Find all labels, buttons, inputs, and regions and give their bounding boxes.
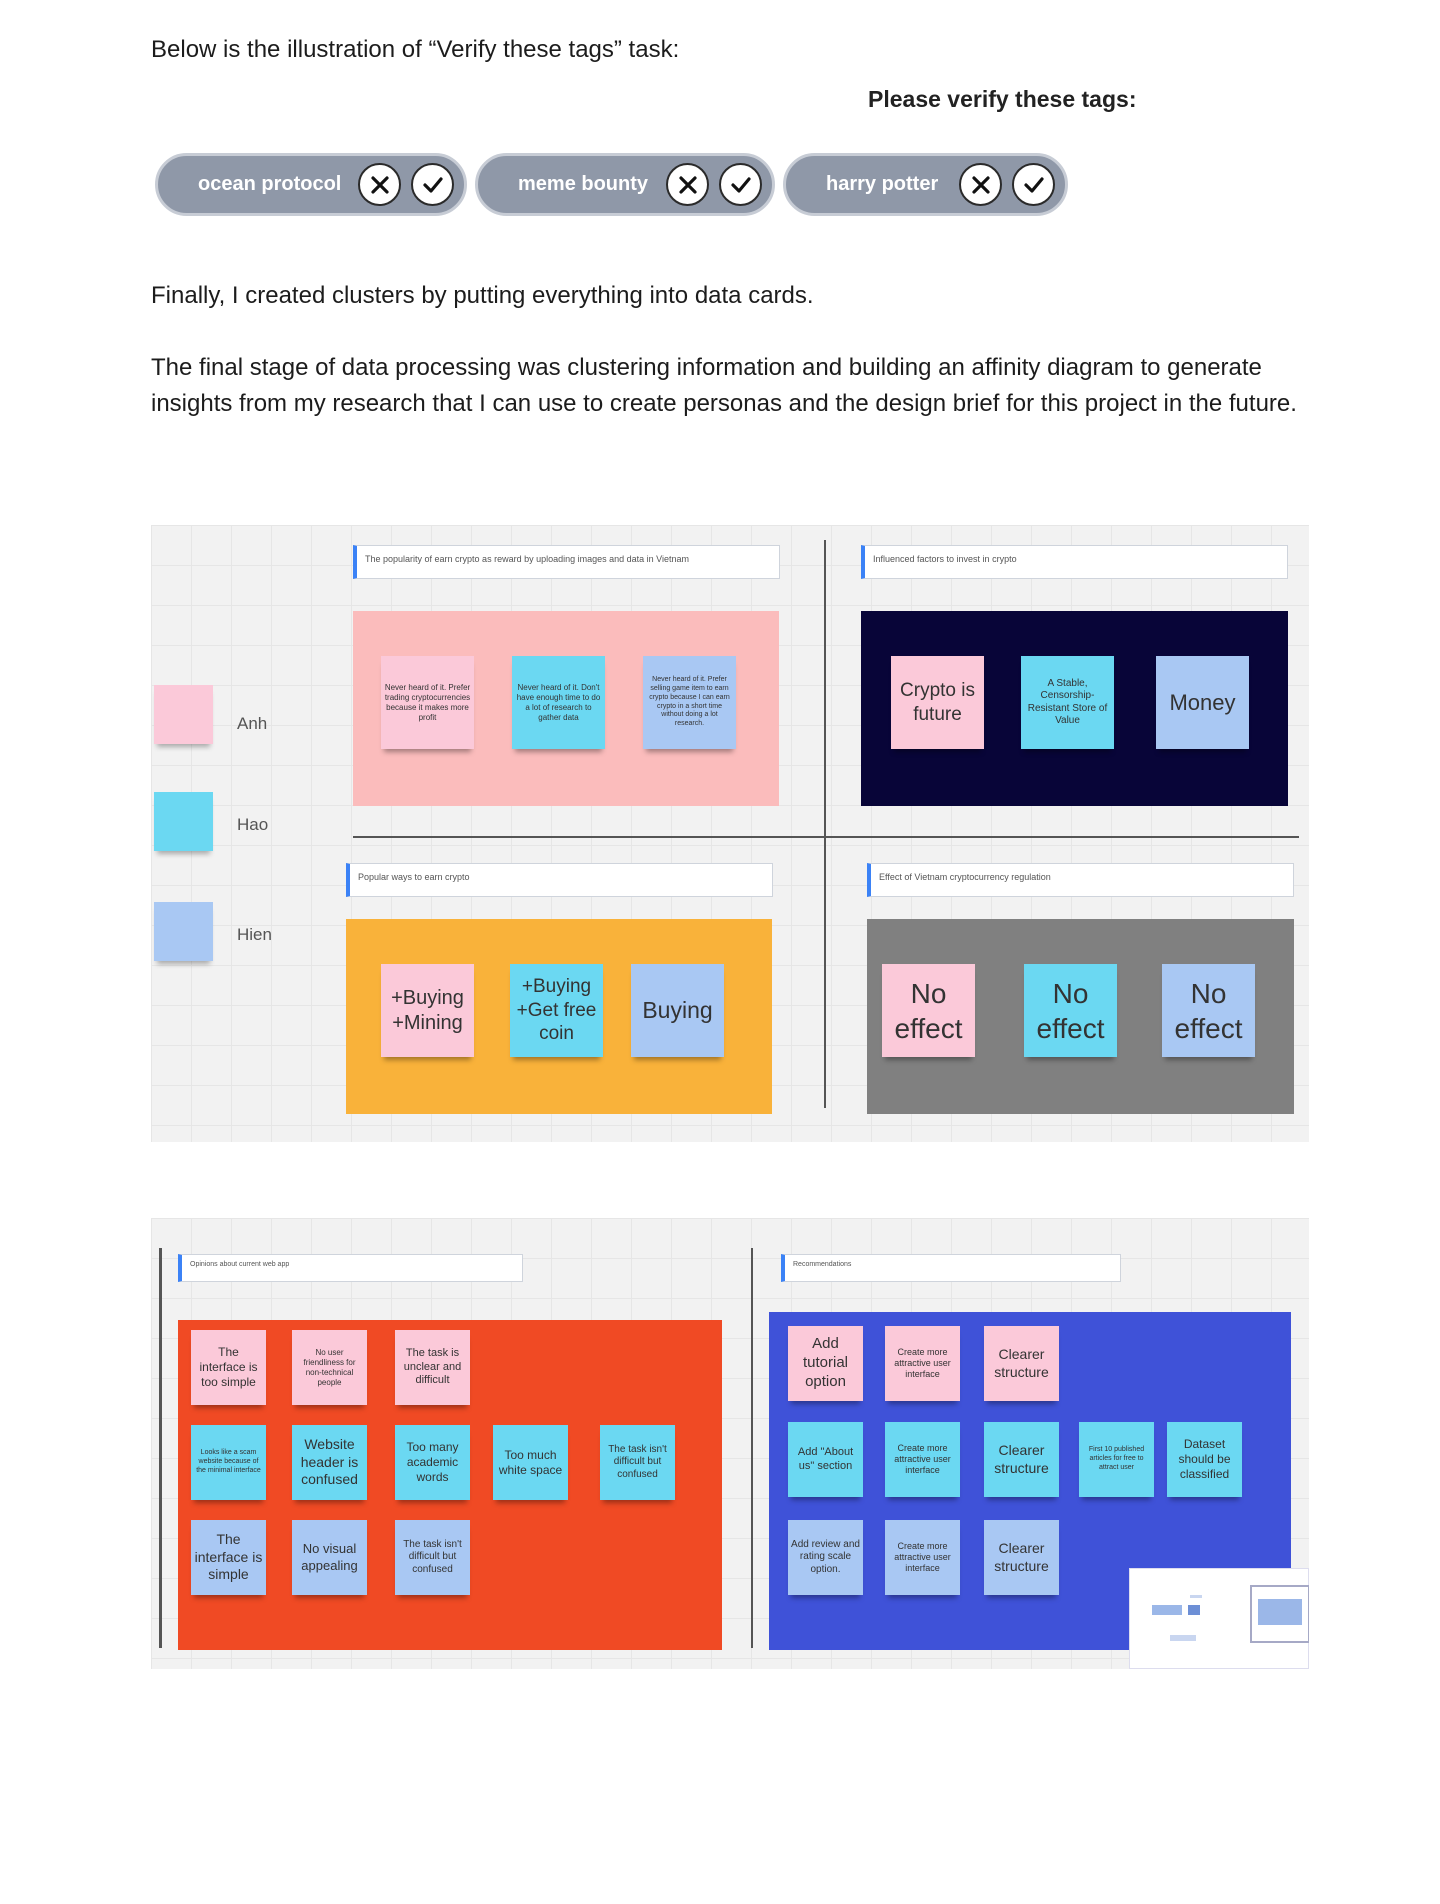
sticky-note: The interface is simple xyxy=(191,1520,266,1595)
sticky-note: No effect xyxy=(1024,964,1117,1057)
quadrant-divider-horizontal xyxy=(353,836,1299,838)
cluster-popularity: Never heard of it. Prefer trading crypto… xyxy=(353,611,779,806)
cluster-regulation: No effect No effect No effect xyxy=(867,919,1294,1114)
sticky-note: The task isn't difficult but confused xyxy=(395,1520,470,1595)
sticky-note: No visual appealing xyxy=(292,1520,367,1595)
frame-title-ways: Popular ways to earn crypto xyxy=(346,863,773,897)
legend-swatch-hien xyxy=(154,902,213,961)
sticky-note: Never heard of it. Prefer selling game i… xyxy=(643,656,736,749)
close-icon[interactable] xyxy=(358,163,401,206)
affinity-board-crypto: Anh Hao Hien The popularity of earn cryp… xyxy=(151,525,1309,1142)
cluster-factors: Crypto is future A Stable, Censorship-Re… xyxy=(861,611,1288,806)
sticky-note: No effect xyxy=(1162,964,1255,1057)
minimap-block xyxy=(1170,1635,1196,1641)
sticky-note: +Buying +Get free coin xyxy=(510,964,603,1057)
quadrant-divider-vertical xyxy=(824,540,826,1108)
sticky-note: Dataset should be classified xyxy=(1167,1422,1242,1497)
frame-title-popularity: The popularity of earn crypto as reward … xyxy=(353,545,780,579)
frame-title-factors: Influenced factors to invest in crypto xyxy=(861,545,1288,579)
frame-title-regulation: Effect of Vietnam cryptocurrency regulat… xyxy=(867,863,1294,897)
tag-label: ocean protocol xyxy=(198,173,342,195)
sticky-note: Create more attractive user interface xyxy=(885,1326,960,1401)
sticky-note: Add "About us" section xyxy=(788,1422,863,1497)
minimap-block xyxy=(1188,1605,1200,1615)
sticky-note: No effect xyxy=(882,964,975,1057)
check-icon[interactable] xyxy=(411,163,454,206)
legend-swatch-hao xyxy=(154,792,213,851)
frame-title-recommendations: Recommendations xyxy=(781,1254,1121,1282)
sticky-note: +Buying +Mining xyxy=(381,964,474,1057)
legend-label-anh: Anh xyxy=(237,714,268,733)
minimap-viewport[interactable] xyxy=(1250,1585,1309,1643)
sticky-note: No user friendliness for non-technical p… xyxy=(292,1330,367,1405)
frame-title-opinions: Opinions about current web app xyxy=(178,1254,523,1282)
legend-swatch-anh xyxy=(154,685,213,744)
check-icon[interactable] xyxy=(1012,163,1055,206)
minimap-block xyxy=(1190,1595,1202,1598)
tag-pill-ocean-protocol: ocean protocol xyxy=(155,153,467,216)
tag-label: harry potter xyxy=(826,173,939,195)
board-divider xyxy=(159,1248,162,1648)
tag-pill-meme-bounty: meme bounty xyxy=(475,153,775,216)
close-icon[interactable] xyxy=(959,163,1002,206)
sticky-note: Add tutorial option xyxy=(788,1326,863,1401)
sticky-note: A Stable, Censorship-Resistant Store of … xyxy=(1021,656,1114,749)
cluster-recommendations: Add tutorial option Create more attracti… xyxy=(769,1312,1291,1650)
sticky-note: Clearer structure xyxy=(984,1520,1059,1595)
board-divider xyxy=(751,1248,753,1648)
final-stage-paragraph: The final stage of data processing was c… xyxy=(151,354,1297,417)
sticky-note: Clearer structure xyxy=(984,1422,1059,1497)
legend-label-hien: Hien xyxy=(237,925,272,944)
intro-paragraph: Below is the illustration of “Verify the… xyxy=(151,36,680,63)
sticky-note: Create more attractive user interface xyxy=(885,1520,960,1595)
sticky-note: Clearer structure xyxy=(984,1326,1059,1401)
check-icon[interactable] xyxy=(719,163,762,206)
sticky-note: Too much white space xyxy=(493,1425,568,1500)
sticky-note: Create more attractive user interface xyxy=(885,1422,960,1497)
close-icon[interactable] xyxy=(666,163,709,206)
legend-label-hao: Hao xyxy=(237,815,269,834)
sticky-note: Crypto is future xyxy=(891,656,984,749)
cluster-opinions: The interface is too simple No user frie… xyxy=(178,1320,722,1650)
sticky-note: Never heard of it. Don't have enough tim… xyxy=(512,656,605,749)
sticky-note: Website header is confused xyxy=(292,1425,367,1500)
clusters-paragraph: Finally, I created clusters by putting e… xyxy=(151,282,814,309)
sticky-note: The task isn't difficult but confused xyxy=(600,1425,675,1500)
affinity-board-web-app: Opinions about current web app Recommend… xyxy=(151,1218,1309,1669)
cluster-ways: +Buying +Mining +Buying +Get free coin B… xyxy=(346,919,772,1114)
verify-tags-title: Please verify these tags: xyxy=(868,86,1137,112)
sticky-note: Buying xyxy=(631,964,724,1057)
tag-pill-harry-potter: harry potter xyxy=(783,153,1068,216)
minimap-block xyxy=(1258,1599,1302,1625)
sticky-note: Looks like a scam website because of the… xyxy=(191,1425,266,1500)
sticky-note: Add review and rating scale option. xyxy=(788,1520,863,1595)
minimap[interactable] xyxy=(1129,1568,1309,1669)
sticky-note: The task is unclear and difficult xyxy=(395,1330,470,1405)
sticky-note: Never heard of it. Prefer trading crypto… xyxy=(381,656,474,749)
minimap-block xyxy=(1152,1605,1182,1615)
sticky-note: First 10 published articles for free to … xyxy=(1079,1422,1154,1497)
sticky-note: Money xyxy=(1156,656,1249,749)
sticky-note: Too many academic words xyxy=(395,1425,470,1500)
sticky-note: The interface is too simple xyxy=(191,1330,266,1405)
tag-label: meme bounty xyxy=(518,173,649,195)
